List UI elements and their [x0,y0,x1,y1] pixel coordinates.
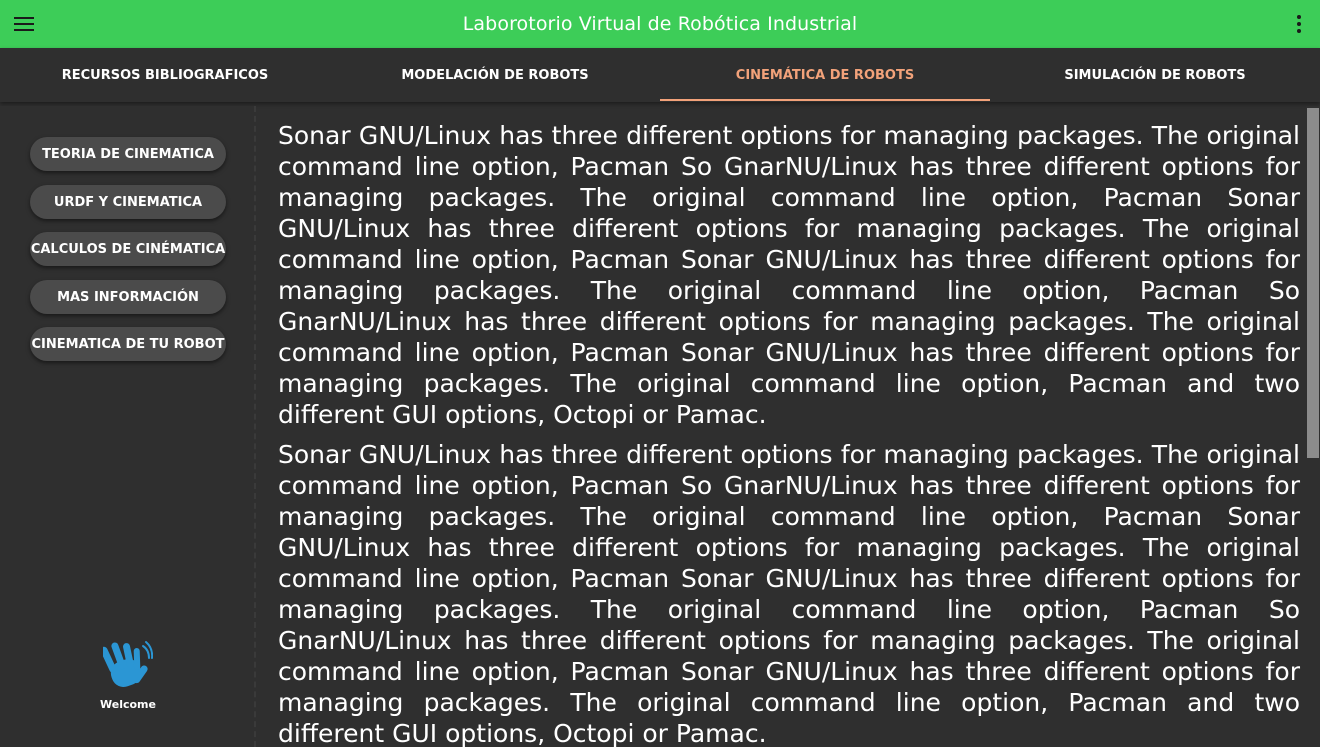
tab-bar: RECURSOS BIBLIOGRAFICOS MODELACIÓN DE RO… [0,48,1320,102]
waving-hand-icon [103,641,153,687]
content-area: Sonar GNU/Linux has three different opti… [262,106,1306,747]
tab-cinematica-de-robots[interactable]: CINEMÁTICA DE ROBOTS [660,48,990,102]
sidebar: TEORIA DE CINEMATICA URDF Y CINEMATICA C… [0,106,256,747]
app-bar: Laborotorio Virtual de Robótica Industri… [0,0,1320,48]
app-title: Laborotorio Virtual de Robótica Industri… [462,13,858,35]
more-vert-icon[interactable] [1294,12,1304,36]
urdf-y-cinematica-button[interactable]: URDF Y CINEMATICA [30,185,226,219]
teoria-de-cinematica-button[interactable]: TEORIA DE CINEMATICA [30,137,226,171]
content-scrollbar[interactable] [1306,106,1320,747]
tab-simulacion-de-robots[interactable]: SIMULACIÓN DE ROBOTS [1064,67,1246,83]
scrollbar-thumb[interactable] [1307,108,1319,458]
tab-modelacion-de-robots[interactable]: MODELACIÓN DE ROBOTS [401,67,589,83]
content-paragraph: Sonar GNU/Linux has three different opti… [278,121,1300,429]
tab-recursos-bibliograficos[interactable]: RECURSOS BIBLIOGRAFICOS [61,67,269,83]
mas-informacion-button[interactable]: MAS INFORMACIÓN [30,280,226,314]
welcome-button[interactable]: Welcome [92,640,164,711]
cinematica-de-tu-robot-button[interactable]: CINEMATICA DE TU ROBOT [30,327,226,361]
welcome-label: Welcome [100,698,156,711]
calculos-de-cinematica-button[interactable]: CALCULOS DE CINÉMATICA [30,232,226,266]
hamburger-menu-icon[interactable] [12,12,36,36]
content-paragraph: Sonar GNU/Linux has three different opti… [278,440,1300,747]
